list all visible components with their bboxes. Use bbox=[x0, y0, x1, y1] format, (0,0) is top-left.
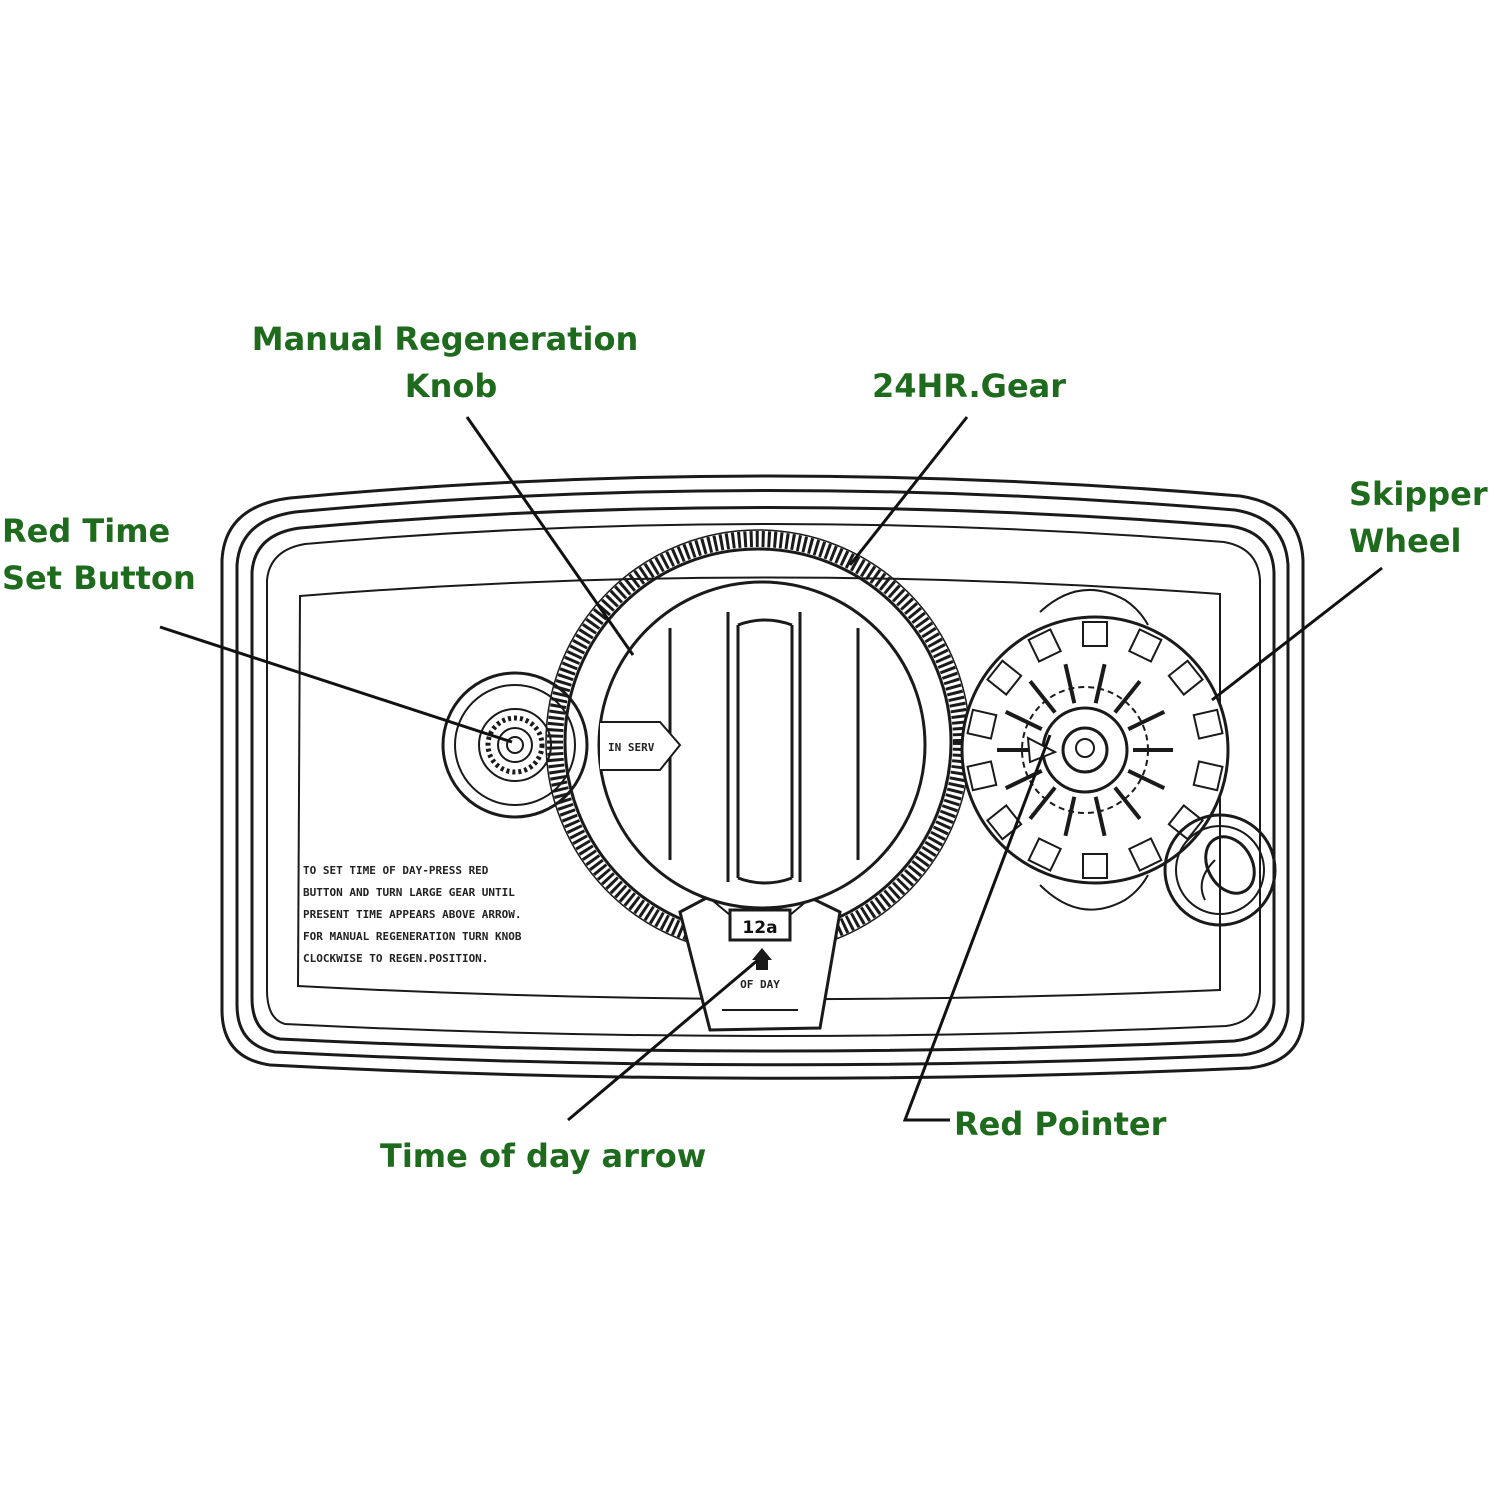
skipper-tab bbox=[966, 760, 998, 792]
skipper-spoke bbox=[1063, 796, 1077, 837]
skipper-tab bbox=[1027, 837, 1063, 872]
labels: Manual Regeneration Knob 24HR.Gear Red T… bbox=[2, 320, 1488, 1175]
skipper-tab bbox=[1127, 628, 1163, 663]
instruction-line-3: PRESENT TIME APPEARS ABOVE ARROW. bbox=[303, 908, 522, 921]
leader-time-arrow bbox=[567, 958, 759, 1122]
skipper-spoke bbox=[1028, 786, 1057, 821]
skipper-tab bbox=[1167, 659, 1204, 696]
skipper-spoke bbox=[1113, 679, 1142, 714]
housing bbox=[220, 474, 1305, 1080]
label-skipper-1: Skipper bbox=[1349, 475, 1488, 513]
knob-service-text: IN SERV bbox=[608, 741, 655, 754]
instruction-text: TO SET TIME OF DAY-PRESS RED BUTTON AND … bbox=[303, 864, 522, 965]
skipper-tab bbox=[1192, 708, 1224, 740]
skipper-spoke bbox=[1093, 796, 1107, 837]
skipper-spoke bbox=[1127, 710, 1166, 731]
leader-red-button bbox=[159, 625, 513, 744]
label-red-button-1: Red Time bbox=[2, 512, 170, 550]
skipper-tab bbox=[1167, 804, 1204, 841]
skipper-tab bbox=[966, 708, 998, 740]
instruction-line-5: CLOCKWISE TO REGEN.POSITION. bbox=[303, 952, 488, 965]
skipper-spoke bbox=[1093, 663, 1107, 704]
skipper-tab bbox=[1027, 628, 1063, 663]
skipper-tab bbox=[1192, 760, 1224, 792]
label-red-pointer: Red Pointer bbox=[954, 1105, 1167, 1143]
label-time-arrow: Time of day arrow bbox=[380, 1137, 706, 1175]
label-manual-regen-2: Knob bbox=[405, 367, 497, 405]
skipper-tab bbox=[1082, 853, 1108, 879]
leader-gear bbox=[848, 416, 969, 566]
skipper-spoke bbox=[1004, 710, 1043, 731]
label-red-button-2: Set Button bbox=[2, 559, 196, 597]
skipper-tabs bbox=[966, 621, 1224, 879]
skipper-spoke bbox=[1028, 679, 1057, 714]
manual-regeneration-knob[interactable]: IN SERV bbox=[597, 580, 927, 910]
skipper-spoke bbox=[1063, 663, 1077, 704]
skipper-tab bbox=[1082, 621, 1108, 647]
skipper-spoke bbox=[1127, 769, 1166, 790]
label-manual-regen-1: Manual Regeneration bbox=[252, 320, 639, 358]
time-window-value: 12a bbox=[742, 918, 777, 938]
arrow-caption: OF DAY bbox=[740, 978, 780, 991]
leader-manual-regen bbox=[465, 416, 635, 656]
skipper-wheel[interactable] bbox=[960, 588, 1230, 911]
leader-skipper bbox=[1211, 566, 1383, 702]
label-gear: 24HR.Gear bbox=[872, 367, 1066, 405]
skipper-tab bbox=[1127, 837, 1163, 872]
skipper-tab bbox=[986, 659, 1023, 696]
leader-red-pointer bbox=[902, 734, 1052, 1122]
instruction-line-4: FOR MANUAL REGENERATION TURN KNOB bbox=[303, 930, 522, 943]
time-of-day-arrow: OF DAY bbox=[740, 948, 780, 991]
lock-knob[interactable] bbox=[1163, 813, 1277, 927]
skipper-spoke bbox=[1113, 786, 1142, 821]
time-window: 12a bbox=[728, 908, 792, 942]
instruction-line-2: BUTTON AND TURN LARGE GEAR UNTIL bbox=[303, 886, 515, 899]
leader-lines bbox=[159, 416, 1383, 1122]
red-time-set-button[interactable] bbox=[441, 671, 589, 819]
instruction-line-1: TO SET TIME OF DAY-PRESS RED bbox=[303, 864, 489, 877]
label-skipper-2: Wheel bbox=[1349, 522, 1461, 560]
